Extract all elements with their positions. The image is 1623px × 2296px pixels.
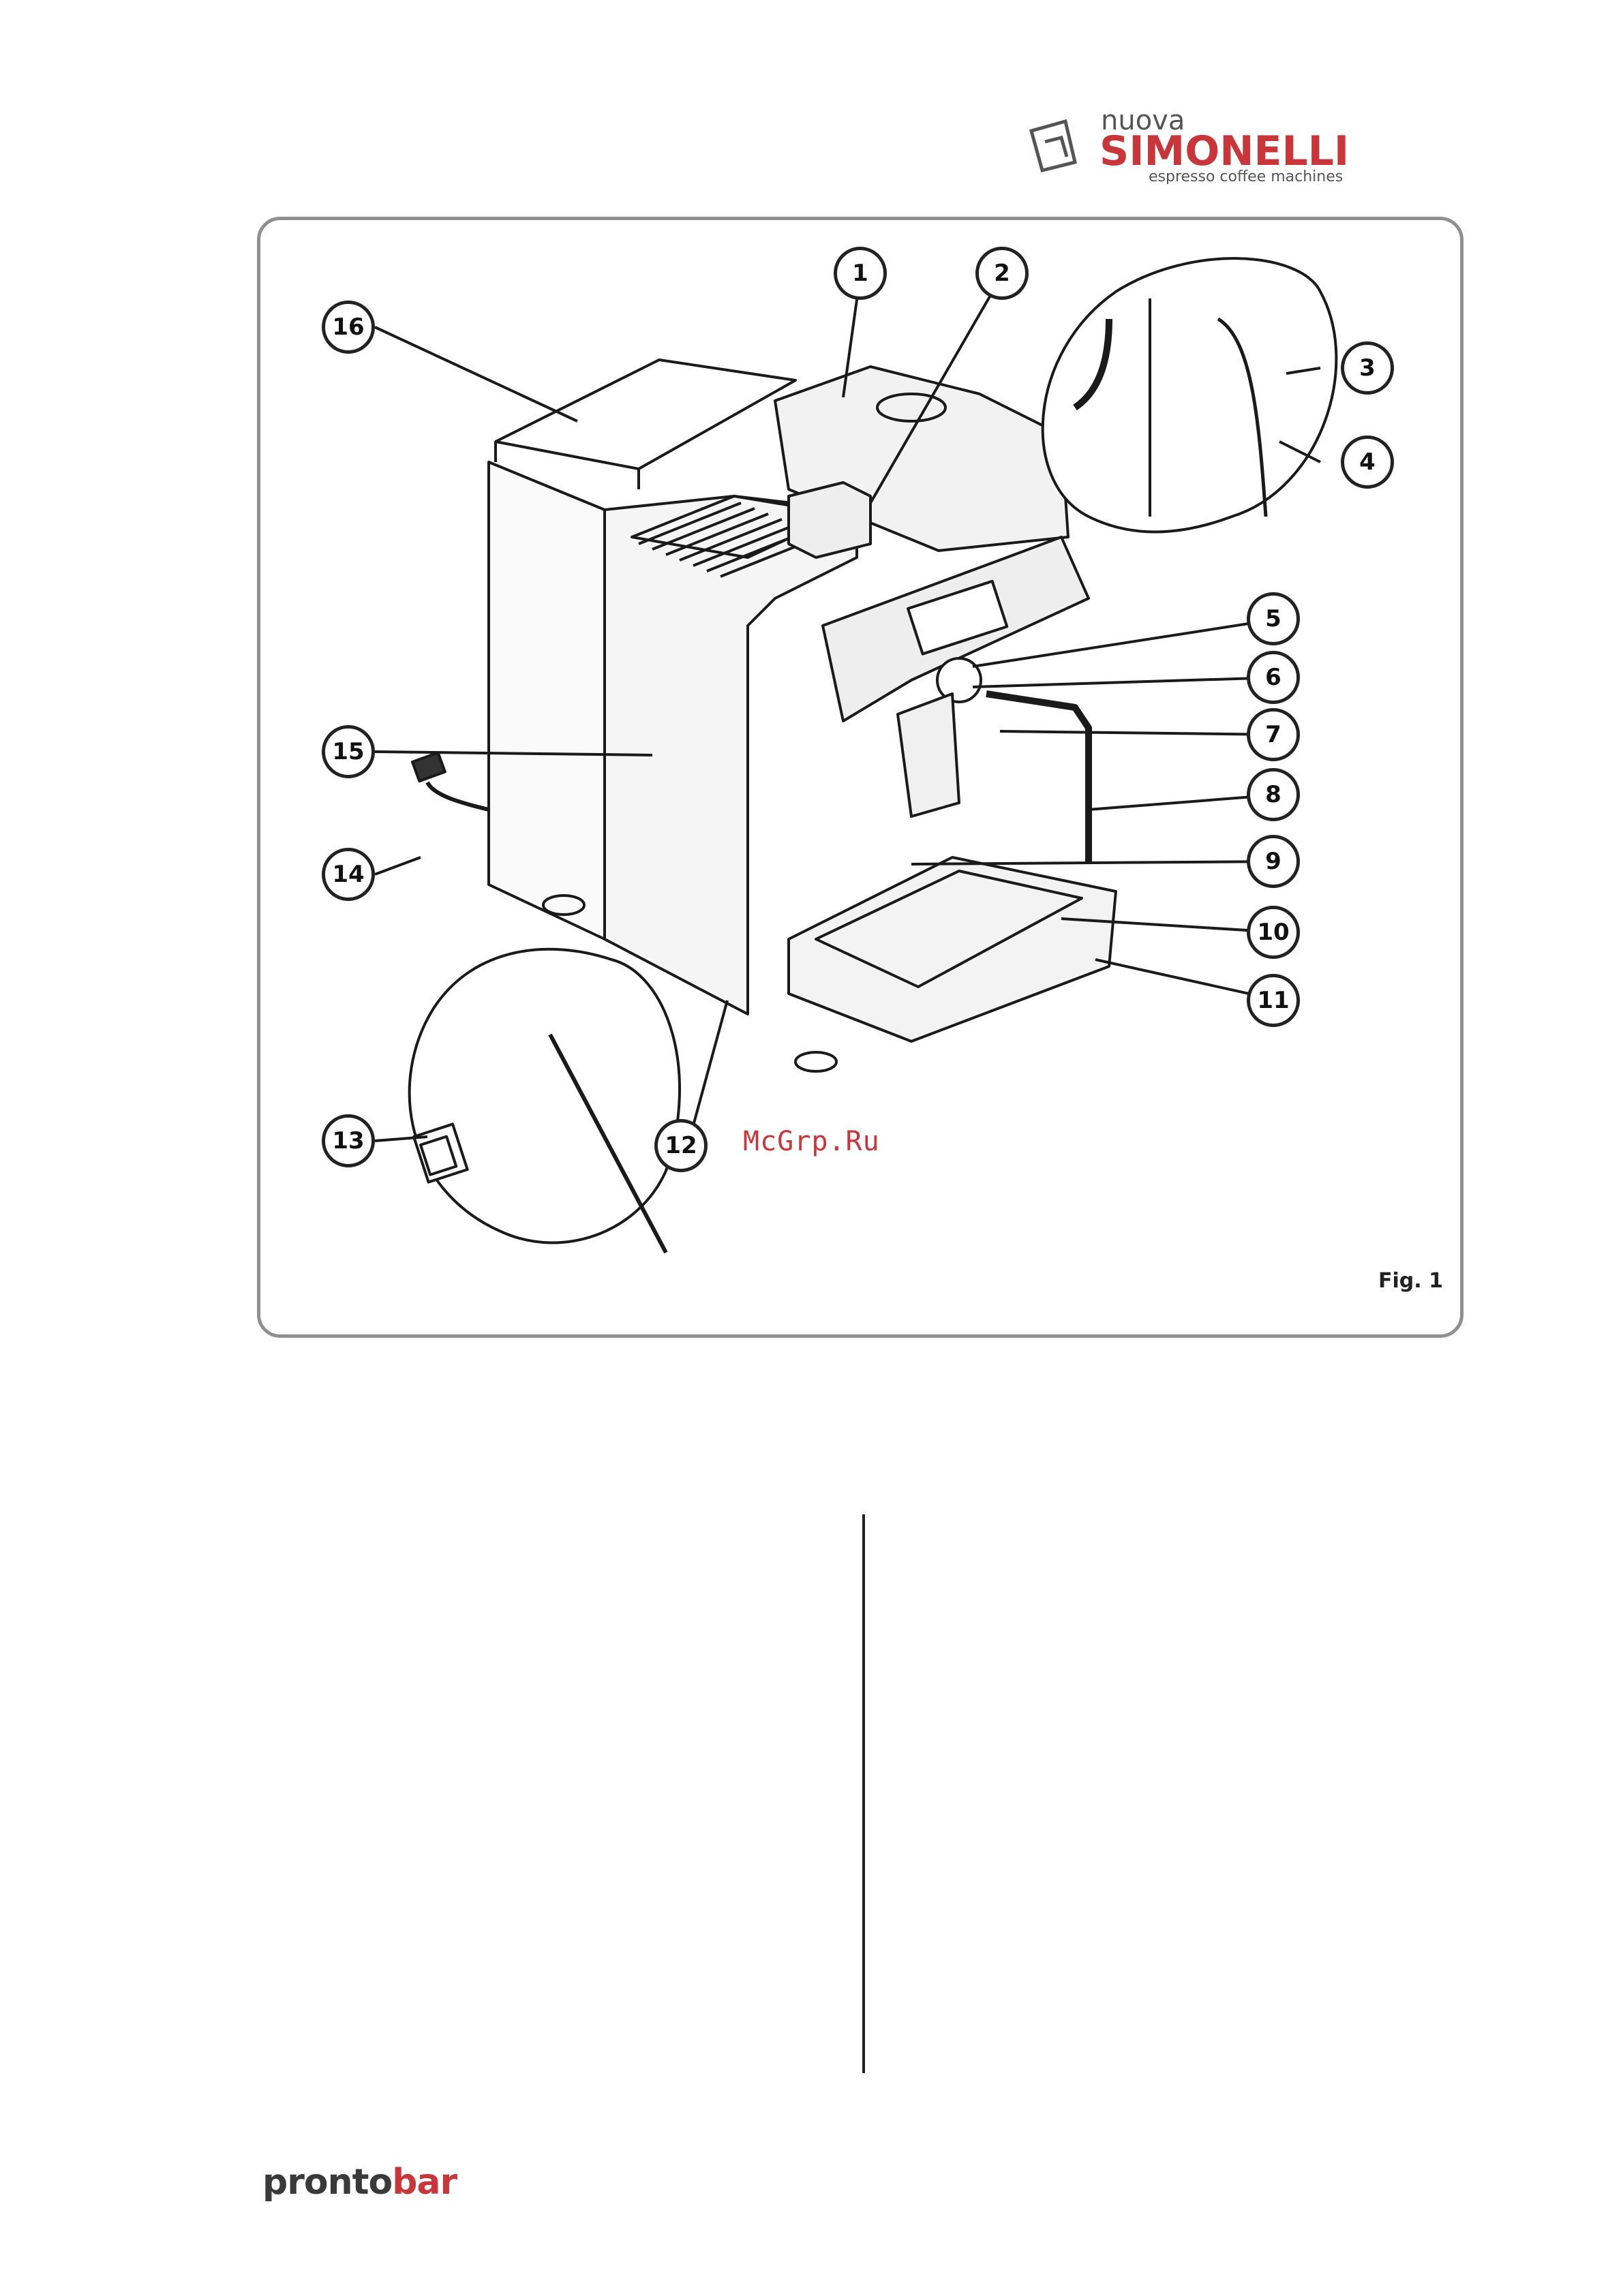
column-divider (862, 1514, 865, 2073)
logo-part-bar: bar (392, 2162, 457, 2203)
callout-15: 15 (322, 725, 375, 778)
callout-16: 16 (322, 301, 375, 354)
powder-doser (789, 483, 870, 557)
cup-rail (496, 360, 795, 469)
callout-13: 13 (322, 1114, 375, 1167)
callout-2: 2 (975, 247, 1029, 300)
figure-caption: Fig. 1 (1378, 1269, 1443, 1293)
prontobar-logo: prontobar (262, 2162, 457, 2203)
callout-8: 8 (1247, 768, 1300, 821)
watermark: McGrp.Ru (743, 1126, 880, 1157)
callout-14: 14 (322, 848, 375, 901)
callout-11: 11 (1247, 974, 1300, 1027)
callout-4: 4 (1341, 435, 1394, 489)
callout-1: 1 (834, 247, 887, 300)
callout-5: 5 (1247, 592, 1300, 645)
nuova-simonelli-logo: nuova SIMONELLI espresso coffee machines (1026, 102, 1408, 184)
logo-emblem (1031, 121, 1075, 170)
callout-3: 3 (1341, 341, 1394, 395)
callout-9: 9 (1247, 835, 1300, 888)
callout-7: 7 (1247, 708, 1300, 761)
svg-text:espresso coffee machines: espresso coffee machines (1149, 168, 1343, 184)
logo-part-pronto: pronto (262, 2162, 392, 2203)
callout-6: 6 (1247, 651, 1300, 704)
coffee-spout (898, 694, 959, 816)
steam-wand (986, 694, 1089, 864)
callout-10: 10 (1247, 906, 1300, 959)
machine-body-left (489, 462, 605, 939)
callout-12: 12 (654, 1119, 708, 1172)
power-cable (427, 782, 489, 810)
